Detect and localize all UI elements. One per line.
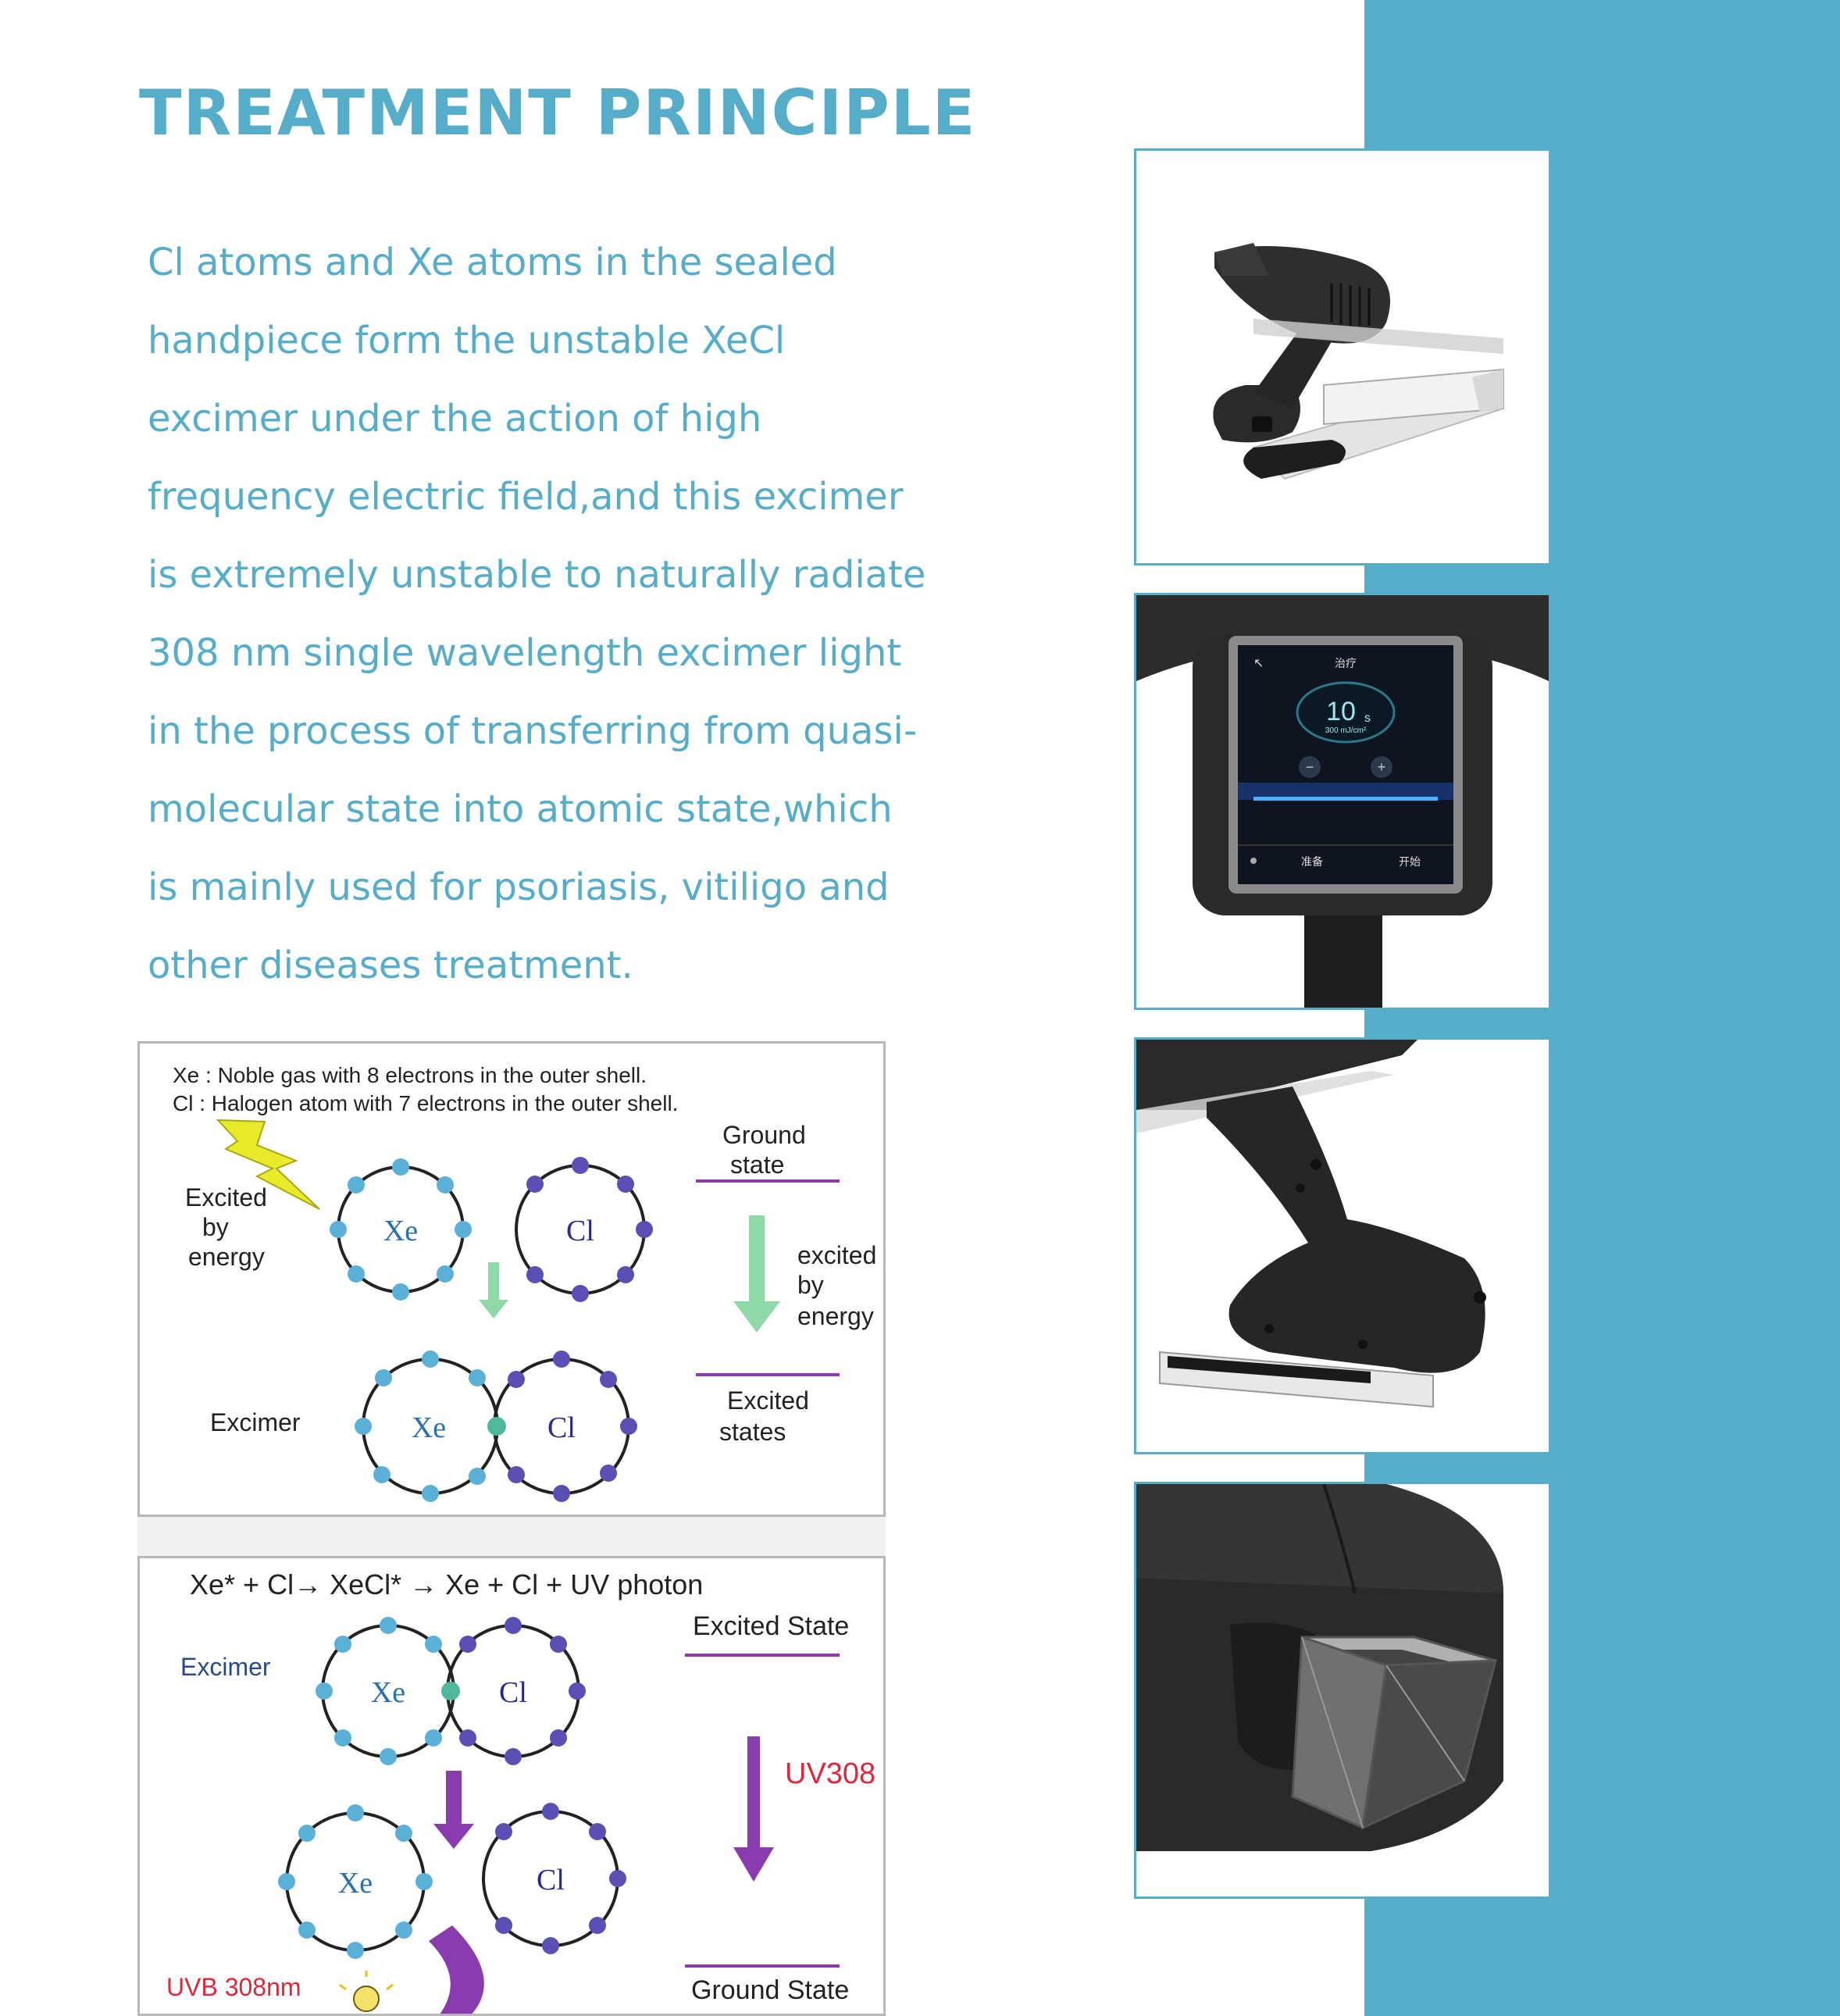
screen-title: 治疗 [1335,657,1357,669]
excimer-label: Excimer [180,1653,271,1681]
dose-progress-bar [1253,797,1438,801]
ground-state-label: Ground State [691,1975,849,2005]
excited-states-label-1: Excited [727,1386,809,1415]
excitation-arrow-large [733,1215,780,1333]
uvb-308nm-label: UVB 308nm [166,1973,301,2001]
cl-atom-ground: Cl [515,1157,653,1302]
xecl-excimer-molecule: Xe Cl [355,1351,637,1502]
svg-text:Xe: Xe [371,1676,405,1709]
svg-text:Xe: Xe [338,1867,373,1900]
emission-diagram: Xe* + Cl→ XeCl* → Xe + Cl + UV photon Ex… [137,1556,886,2016]
excitation-diagram: Xe : Noble gas with 8 electrons in the o… [137,1041,886,1517]
svg-text:Xe: Xe [383,1215,418,1247]
status-dot-icon [1250,858,1257,864]
svg-text:Cl: Cl [566,1215,594,1247]
svg-text:Cl: Cl [499,1676,527,1709]
diagram-divider [137,1517,886,1556]
light-bulb-icon [339,1971,394,2012]
photo-handpiece-on-stand [1134,148,1551,566]
minus-button[interactable]: − [1306,759,1314,775]
lightning-bolt-icon [216,1119,320,1210]
svg-text:Xe: Xe [412,1411,446,1444]
dissociation-arrow [433,1771,474,1849]
cl-atom-ground: Cl [482,1803,626,1954]
photo-handpiece-grip [1134,1037,1551,1454]
xecl-excimer-molecule: Xe Cl [316,1617,586,1765]
uv-emission-arrow [733,1736,774,1882]
cl-legend: Cl : Halogen atom with 7 electrons in th… [173,1091,678,1115]
xe-atom-ground: Xe [278,1804,433,1959]
start-button[interactable]: 开始 [1399,855,1421,868]
excited-by-energy-right-3: energy [797,1302,874,1330]
page-title: TREATMENT PRINCIPLE [139,77,977,149]
excited-by-energy-right-2: by [797,1271,824,1299]
photo-handpiece-treatment-window [1134,1482,1551,1899]
xe-legend: Xe : Noble gas with 8 electrons in the o… [173,1063,647,1087]
excited-by-energy-left-2: by [202,1213,229,1241]
photon-curve-arrow [429,1925,484,2014]
timer-value: 10 [1326,697,1356,726]
excited-states-label-2: states [719,1418,786,1446]
ready-button[interactable]: 准备 [1301,855,1323,868]
excited-by-energy-right-1: excited [797,1241,876,1269]
photo-handpiece-touchscreen: ↖ 治疗 10 s 300 mJ/cm² − + 准备 开始 [1134,593,1551,1010]
svg-text:Cl: Cl [547,1411,576,1444]
plus-button[interactable]: + [1378,759,1386,775]
reaction-equation: Xe* + Cl→ XeCl* → Xe + Cl + UV photon [190,1568,703,1600]
principle-description: Cl atoms and Xe atoms in the sealed hand… [148,241,926,987]
xe-atom-ground: Xe [330,1158,472,1301]
uv308-label: UV308 [785,1757,875,1790]
svg-text:Cl: Cl [537,1864,565,1896]
excimer-label: Excimer [210,1408,301,1436]
excited-state-label: Excited State [693,1611,849,1641]
treatment-window-icon [1291,1635,1497,1830]
ground-state-label-1: Ground [722,1121,806,1149]
device-screen [1238,645,1453,884]
timer-unit: s [1364,712,1371,725]
dose-value: 300 mJ/cm² [1325,726,1367,735]
excited-by-energy-left-3: energy [188,1243,265,1271]
excitation-arrow-small [479,1262,508,1318]
back-arrow-icon[interactable]: ↖ [1253,657,1264,670]
excited-by-energy-left-1: Excited [185,1183,267,1211]
ground-state-label-2: state [730,1151,784,1179]
